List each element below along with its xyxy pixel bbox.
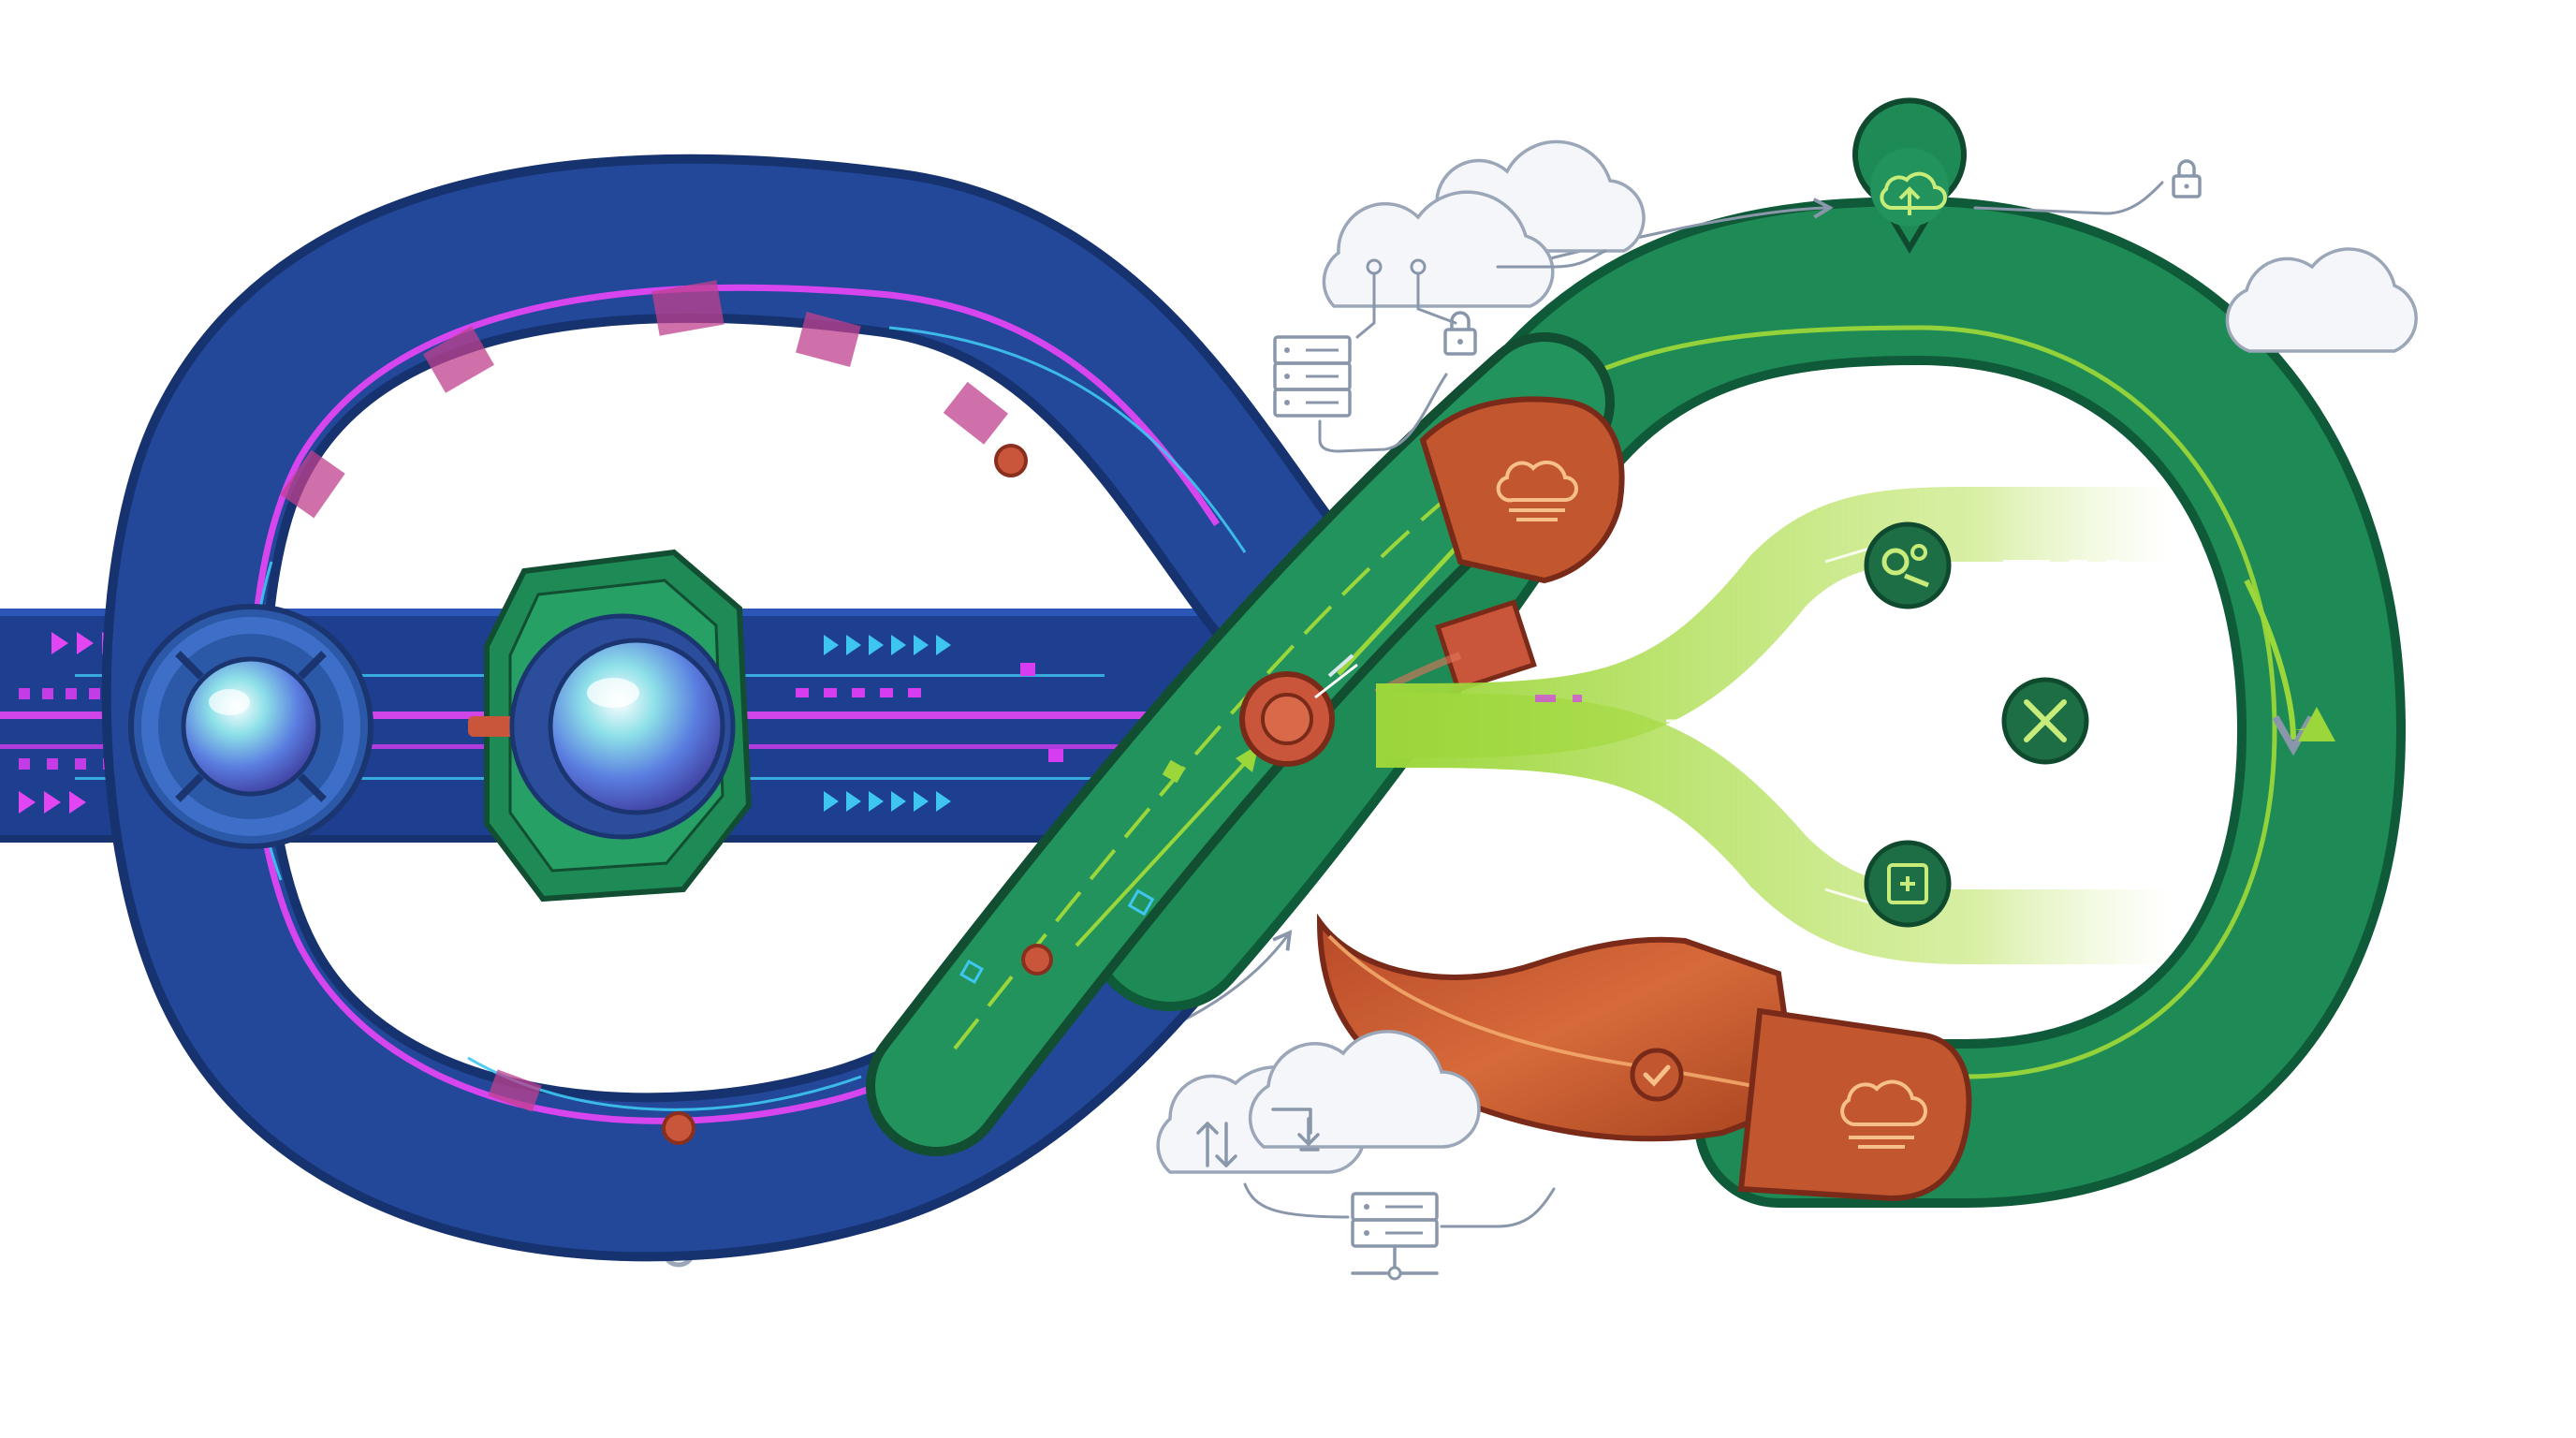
- cloud-upload-pin: [1852, 97, 1967, 254]
- gears-stage-badge: [1864, 521, 1952, 609]
- lens-node-right: [468, 549, 753, 902]
- add-stage-badge: [1864, 840, 1952, 928]
- server-rack-icon: [1273, 335, 1352, 418]
- tools-stage-badge: [2001, 677, 2089, 765]
- strap-cloud-badge: [1840, 1079, 1927, 1149]
- lock-icon-top-right: [2172, 159, 2202, 198]
- belt-chevrons-bottom: [19, 791, 86, 814]
- cloud-upload-icon: [1880, 171, 1947, 210]
- cloud-cluster-top: [1322, 139, 1646, 339]
- upload-clamp: [1419, 396, 1625, 584]
- gears-icon: [1881, 548, 1910, 576]
- cloud-icon: [2225, 247, 2418, 353]
- loop-packets: [280, 280, 1008, 1112]
- server-network-icon: [1351, 1192, 1439, 1281]
- lens-node-left: [128, 604, 373, 849]
- belt-chevrons-mid: [824, 635, 951, 812]
- add-box-icon: [1887, 863, 1928, 904]
- cloud-badge-icon: [1496, 460, 1578, 503]
- cloud-icon: [1322, 190, 1555, 308]
- check-icon: [1643, 1064, 1671, 1087]
- cloud-cluster-bottom: [1156, 1030, 1481, 1174]
- loop-node-bottom: [662, 1111, 695, 1145]
- loop-arrow-right: [2298, 707, 2335, 741]
- branch-streams: [1375, 487, 2172, 964]
- lock-icon-top: [1443, 311, 1477, 356]
- loop-node-top: [994, 444, 1028, 477]
- wrench-screwdriver-icon: [2024, 699, 2067, 742]
